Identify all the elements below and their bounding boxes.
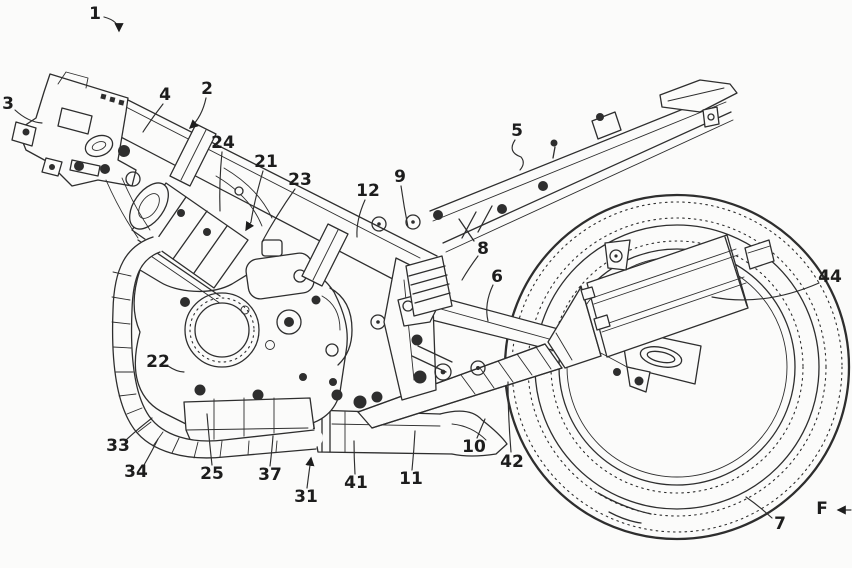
leader-24 xyxy=(219,151,223,212)
leader-6 xyxy=(486,284,494,322)
leader-23 xyxy=(261,188,296,243)
ref-label-2: 2 xyxy=(201,79,213,99)
leader-5 xyxy=(511,139,524,171)
leader-22 xyxy=(167,365,185,373)
leader-3 xyxy=(14,109,43,124)
exhaust-chamber xyxy=(311,409,508,457)
subframe xyxy=(371,79,738,253)
leader-7 xyxy=(745,496,773,519)
ref-label-34: 34 xyxy=(124,462,148,482)
ref-label-37: 37 xyxy=(258,465,282,485)
muffler xyxy=(580,234,775,358)
ref-label-8: 8 xyxy=(477,239,489,259)
leader-11 xyxy=(411,430,416,471)
steering-head-plate xyxy=(11,71,151,239)
ref-label-41: 41 xyxy=(344,473,368,493)
ref-label-1: 1 xyxy=(89,4,101,24)
ref-label-7: 7 xyxy=(774,514,786,534)
leader-1 xyxy=(103,16,124,33)
ref-label-42: 42 xyxy=(500,452,524,472)
swingarm-end-plate xyxy=(561,328,702,393)
finned-shield xyxy=(405,255,453,317)
main-frame-beam xyxy=(95,95,441,288)
tail-bracket xyxy=(659,79,738,113)
leader-42 xyxy=(507,381,512,453)
ref-label-25: 25 xyxy=(200,464,224,484)
leader-34 xyxy=(143,438,159,466)
leader-41 xyxy=(353,440,356,475)
leader-8 xyxy=(461,255,479,281)
leader-12 xyxy=(356,199,366,238)
ref-label-3: 3 xyxy=(2,94,14,114)
leader-33 xyxy=(125,417,153,441)
ref-label-6: 6 xyxy=(491,267,503,287)
tire-highlight xyxy=(597,492,652,515)
leader-25 xyxy=(206,413,213,466)
leader-10 xyxy=(476,418,486,439)
ref-label-22: 22 xyxy=(146,352,170,372)
ref-label-24: 24 xyxy=(211,133,235,153)
ref-label-12: 12 xyxy=(356,181,380,201)
leader-21 xyxy=(245,170,264,232)
leader-2 xyxy=(188,97,207,129)
leader-9 xyxy=(400,185,409,228)
ref-label-23: 23 xyxy=(288,170,312,190)
tire-highlight-2 xyxy=(608,511,642,524)
ref-label-11: 11 xyxy=(399,469,423,489)
ref-label-F: F xyxy=(816,499,828,519)
ref-label-10: 10 xyxy=(462,437,486,457)
ref-label-9: 9 xyxy=(394,167,406,187)
ref-label-44: 44 xyxy=(818,267,842,287)
leader-4 xyxy=(142,103,164,133)
leader-37 xyxy=(269,435,274,467)
ref-label-5: 5 xyxy=(511,121,523,141)
exhaust-mid-pipe xyxy=(357,286,602,429)
ref-label-33: 33 xyxy=(106,436,130,456)
ref-label-21: 21 xyxy=(254,152,278,172)
ref-label-4: 4 xyxy=(159,85,171,105)
ref-label-31: 31 xyxy=(294,487,318,507)
muffler-mount-bracket xyxy=(604,239,631,271)
leader-31 xyxy=(305,456,315,489)
leader-44 xyxy=(711,282,820,301)
